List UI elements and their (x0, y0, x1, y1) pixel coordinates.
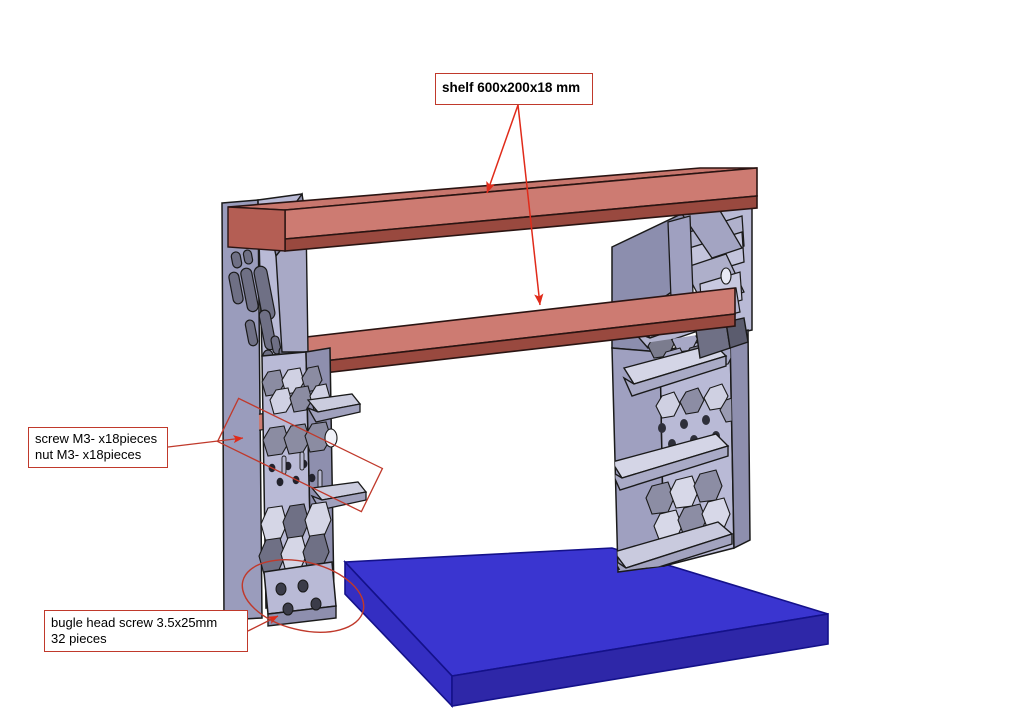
leader-shelf-top (486, 104, 519, 194)
side-panel-left (221, 192, 368, 627)
marker-bugle-region (241, 559, 365, 633)
leader-screw (167, 435, 244, 448)
callout-bugle-line-2: 32 pieces (51, 630, 107, 646)
leader-shelf-lower (517, 104, 544, 306)
callout-screw-line-2: nut M3- x18pieces (35, 447, 142, 462)
right-leg-internals (612, 330, 734, 570)
callout-bugle-line-1: bugle head screw 3.5x25mm (51, 614, 218, 630)
leader-bugle (247, 615, 279, 632)
callout-bugle-spec: bugle head screw 3.5x25mm 32 pieces (44, 610, 248, 652)
side-panel-right (611, 195, 753, 573)
callout-shelf-spec: shelf 600x200x18 mm (435, 73, 593, 105)
callout-screw-line-1: screw M3- x18pieces (35, 431, 158, 447)
base-plate (343, 547, 829, 708)
left-leg-fasteners (258, 365, 368, 575)
annotation-leaders (167, 104, 544, 633)
callout-screw-spec: screw M3- x18pieces nut M3- x18pieces (28, 427, 168, 468)
marker-screw-region (216, 397, 384, 513)
callout-shelf-line-1: shelf 600x200x18 mm (442, 80, 581, 96)
